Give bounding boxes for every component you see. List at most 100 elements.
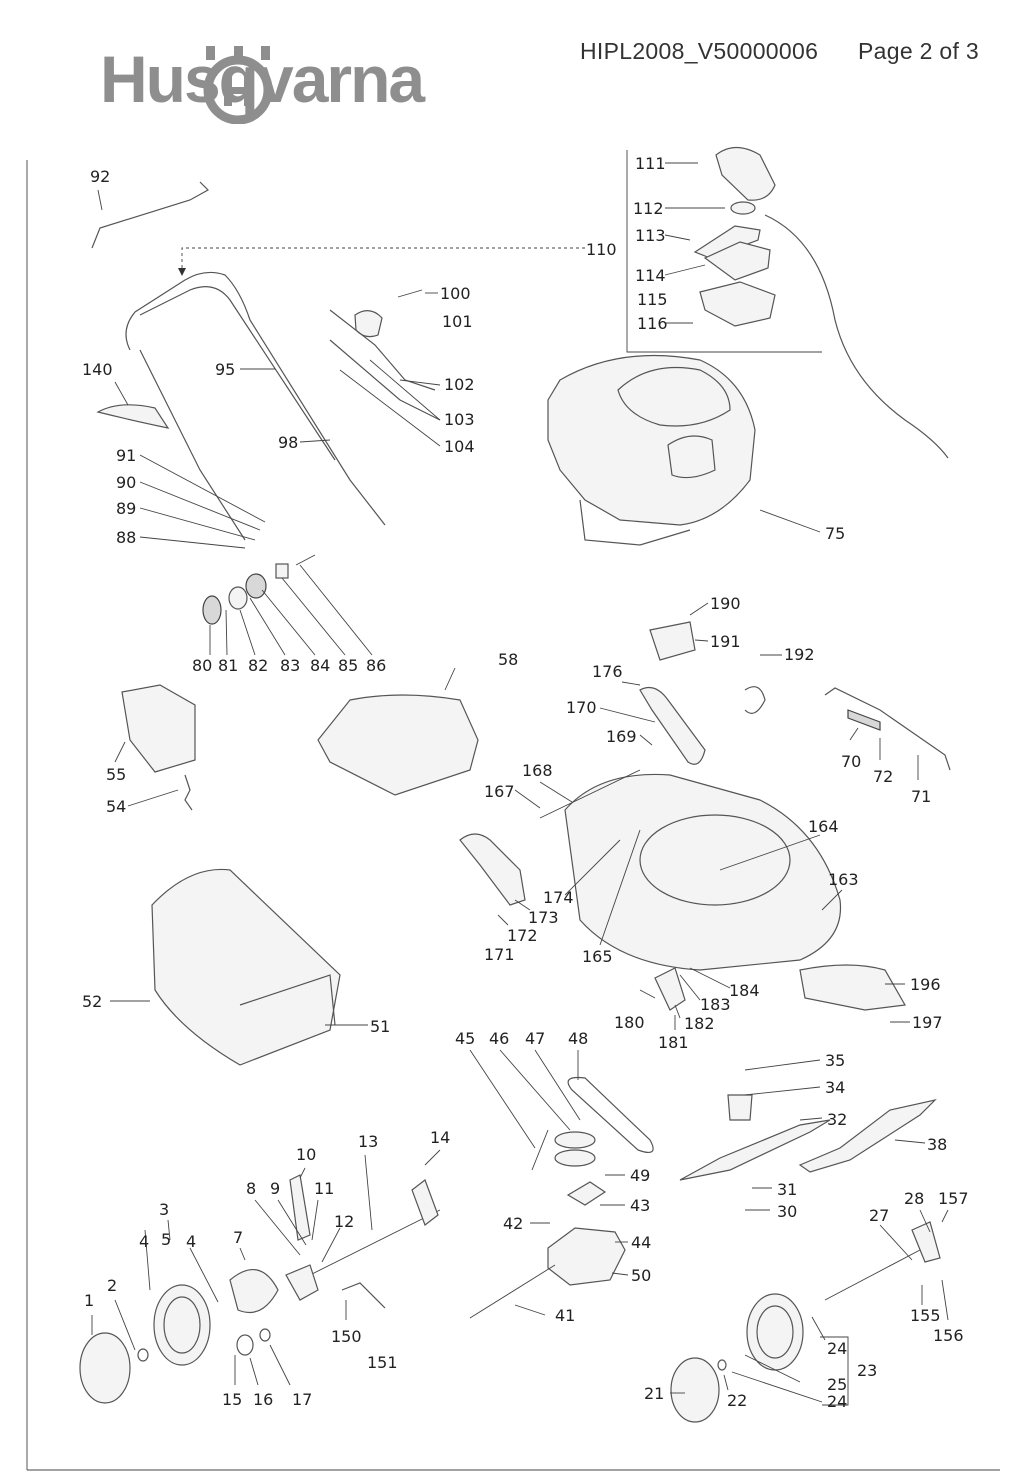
label-25: 25 [827, 1375, 847, 1394]
label-89: 89 [116, 499, 136, 518]
label-70: 70 [841, 752, 861, 771]
part-75-engine [547, 354, 756, 526]
label-1: 1 [84, 1291, 94, 1310]
label-41: 41 [555, 1306, 575, 1325]
part-17-shape [259, 1328, 271, 1342]
label-103: 103 [444, 410, 475, 429]
part-112-shape [730, 201, 756, 215]
arrow-icon [178, 268, 186, 276]
label-11: 11 [314, 1179, 334, 1198]
label-28: 28 [904, 1189, 924, 1208]
part-55-shape [121, 684, 196, 773]
label-90: 90 [116, 473, 136, 492]
husqvarna-logo-icon [203, 46, 273, 124]
part-2-washer [137, 1348, 149, 1362]
label-192: 192 [784, 645, 815, 664]
part-46-shape [554, 1131, 596, 1149]
part-32-blade [679, 1119, 831, 1181]
part-115-shape [699, 281, 776, 327]
label-72: 72 [873, 767, 893, 786]
part-167-rod [539, 769, 641, 819]
label-2: 2 [107, 1276, 117, 1295]
label-112: 112 [633, 199, 664, 218]
label-190: 190 [710, 594, 741, 613]
label-164: 164 [808, 817, 839, 836]
label-58: 58 [498, 650, 518, 669]
label-23: 23 [857, 1361, 877, 1380]
label-44: 44 [631, 1233, 651, 1252]
part-95-handle-inner [139, 349, 246, 541]
part-95-handle [125, 271, 386, 526]
label-92: 92 [90, 167, 110, 186]
label-9: 9 [270, 1179, 280, 1198]
label-83: 83 [280, 656, 300, 675]
label-27: 27 [869, 1206, 889, 1225]
part-173-shape [459, 833, 526, 906]
part-3-wheel [153, 1284, 211, 1366]
label-104: 104 [444, 437, 475, 456]
label-12: 12 [334, 1212, 354, 1231]
label-17: 17 [292, 1390, 312, 1409]
label-15: 15 [222, 1390, 242, 1409]
part-82-shape [228, 586, 248, 610]
label-111: 111 [635, 154, 666, 173]
label-196: 196 [910, 975, 941, 994]
part-48-belt [567, 1076, 654, 1153]
part-95-handle-inner2 [139, 286, 336, 461]
part-7-gear [229, 1269, 279, 1314]
label-16: 16 [253, 1390, 273, 1409]
part-58-shape [317, 694, 479, 796]
part-111-shape [715, 146, 776, 201]
label-168: 168 [522, 761, 553, 780]
label-150: 150 [331, 1327, 362, 1346]
label-35: 35 [825, 1051, 845, 1070]
part-196-shape [799, 964, 906, 1011]
part-85-shape [275, 563, 289, 579]
label-80: 80 [192, 656, 212, 675]
label-174: 174 [543, 888, 574, 907]
part-80-shape [202, 595, 222, 625]
label-75: 75 [825, 524, 845, 543]
label-5: 5 [161, 1230, 171, 1249]
label-45: 45 [455, 1029, 475, 1048]
label-171: 171 [484, 945, 515, 964]
label-169: 169 [606, 727, 637, 746]
label-46: 46 [489, 1029, 509, 1048]
bracket-24-23 [820, 1336, 849, 1406]
part-103-cable [329, 339, 441, 421]
label-21: 21 [644, 1384, 664, 1403]
label-88: 88 [116, 528, 136, 547]
part-102-cable [329, 309, 436, 391]
part-3-wheel-ring [163, 1296, 201, 1354]
dashed-leader-110 [181, 247, 585, 268]
label-180: 180 [614, 1013, 645, 1032]
part-47-shape [554, 1149, 596, 1167]
label-85: 85 [338, 656, 358, 675]
label-116: 116 [637, 314, 668, 333]
part-12-shape [285, 1264, 319, 1301]
label-55: 55 [106, 765, 126, 784]
part-51-frame [239, 974, 336, 1026]
label-32: 32 [827, 1110, 847, 1129]
label-167: 167 [484, 782, 515, 801]
label-151: 151 [367, 1353, 398, 1372]
part-45-spring [531, 1129, 549, 1171]
label-95: 95 [215, 360, 235, 379]
label-101: 101 [442, 312, 473, 331]
label-113: 113 [635, 226, 666, 245]
box-110-frame [626, 150, 822, 353]
label-183: 183 [700, 995, 731, 1014]
label-43: 43 [630, 1196, 650, 1215]
label-102: 102 [444, 375, 475, 394]
label-176: 176 [592, 662, 623, 681]
label-24a: 24 [827, 1339, 847, 1358]
part-43-shape [566, 1181, 607, 1206]
part-75-base [579, 499, 691, 546]
label-30: 30 [777, 1202, 797, 1221]
part-70-shape [847, 709, 881, 731]
label-49: 49 [630, 1166, 650, 1185]
label-191: 191 [710, 632, 741, 651]
label-7: 7 [233, 1228, 243, 1247]
label-31: 31 [777, 1180, 797, 1199]
